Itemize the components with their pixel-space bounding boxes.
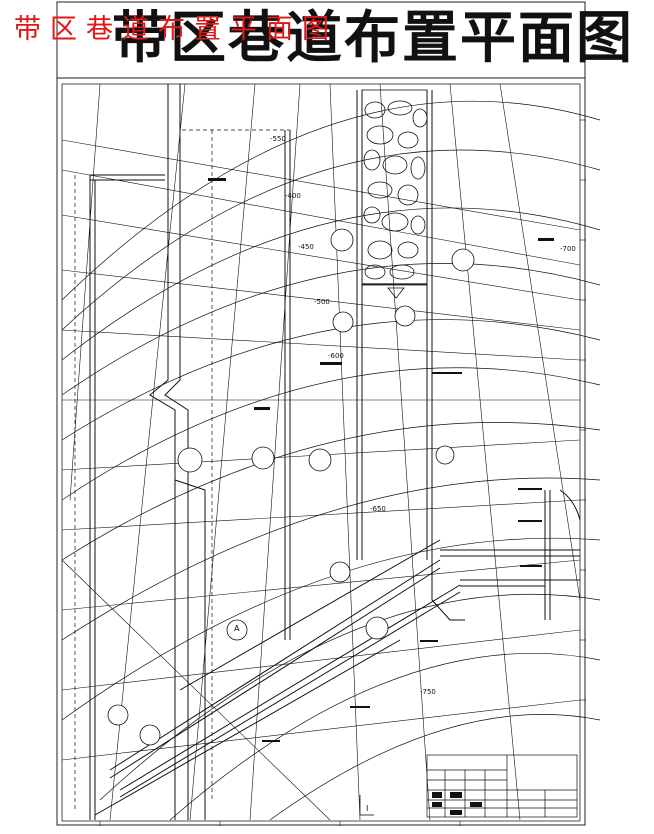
outer-frame — [56, 1, 586, 826]
bottom-marker — [359, 795, 374, 816]
caved-zone — [361, 89, 428, 299]
left-dashed-lines — [74, 129, 290, 810]
inner-frame — [61, 83, 581, 822]
annotation-marks — [208, 178, 554, 742]
contour-label-600: -600 — [328, 352, 344, 360]
bottom-label-i: I — [366, 804, 369, 813]
contour-label-400: -400 — [285, 192, 301, 200]
contour-label-450: -450 — [298, 243, 314, 251]
right-lower-roadways — [431, 489, 581, 621]
slope-lines — [61, 139, 581, 761]
detail-label-a: A — [234, 624, 240, 633]
contour-label-700: -700 — [560, 245, 576, 253]
page-title-overlay: 带区巷道布置平面图 — [14, 14, 338, 45]
page-title: 带区巷道布置平面图 — [112, 5, 634, 71]
edge-ticks — [99, 119, 586, 826]
title-block-fill — [432, 792, 482, 815]
contour-label-650: -650 — [370, 505, 386, 513]
contour-label-500: -500 — [314, 298, 330, 306]
title-block — [426, 754, 578, 818]
lower-bands — [94, 539, 461, 816]
contour-label-750: -750 — [420, 688, 436, 696]
detail-circles — [107, 228, 475, 746]
contour-arcs — [61, 100, 601, 821]
contour-label-550: -550 — [270, 135, 286, 143]
